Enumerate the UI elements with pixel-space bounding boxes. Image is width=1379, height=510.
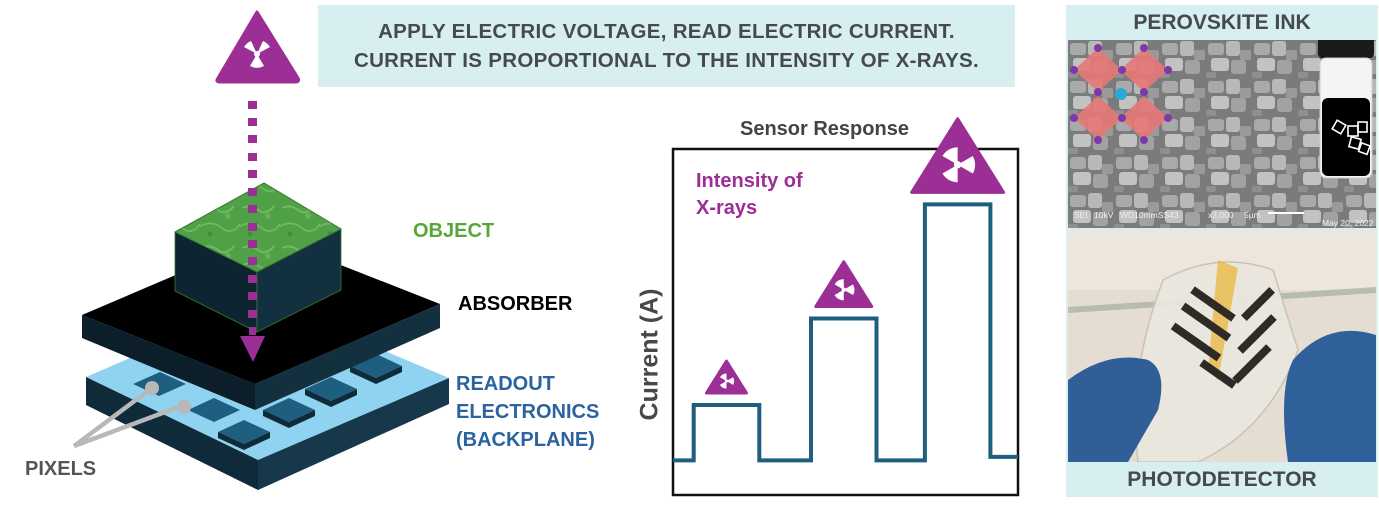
radiation-warning-icon [814,260,874,309]
glove-left [1068,357,1162,462]
banner-line-2: CURRENT IS PROPORTIONAL TO THE INTENSITY… [353,49,980,72]
radiation-warning-icon [910,117,1006,194]
label-readout-line1: READOUT [456,373,555,395]
electrode-pattern [1170,286,1277,389]
chart-title: Sensor Response [740,118,909,140]
object-cube [173,182,343,333]
detector-diagram [72,10,449,490]
sem-image: SEI 10kV WD10mmSS43 x3,000 5µm May 20, 2… [1068,40,1376,228]
perovskite-ink-title: PEROVSKITE INK [1133,11,1311,34]
glove-right [1284,330,1376,462]
sem-scale: 5µm [1244,210,1261,220]
chart-series-current [673,202,1018,463]
label-absorber: ABSORBER [458,293,573,315]
radiation-warning-icon [704,359,748,395]
radiation-warning-icon [215,10,301,84]
flexible-photodetector-image [1068,230,1376,462]
perovskite-crystal-icon [1070,44,1172,144]
label-object: OBJECT [413,220,495,242]
label-pixels: PIXELS [25,458,97,480]
sem-magnification: x3,000 [1208,210,1234,220]
banner-line-1: APPLY ELECTRIC VOLTAGE, READ ELECTRIC CU… [378,20,955,43]
label-readout-line3: (BACKPLANE) [456,429,595,451]
chart-annotation-intensity: Intensity of X-rays [696,170,803,219]
xray-arrow [240,101,265,362]
ink-vial-icon [1318,40,1374,179]
label-readout-electronics: READOUT ELECTRONICS (BACKPLANE) [456,370,599,454]
chart-frame [671,147,1020,497]
photodetector-title: PHOTODETECTOR [1127,467,1317,491]
sem-mode: SEI [1074,210,1088,220]
label-readout-line2: ELECTRONICS [456,401,600,423]
sem-micrograph [1068,40,1376,228]
pixels-pointer [72,381,191,449]
sem-wd: WD10mmSS43 [1120,210,1179,220]
sem-date: May 20, 2022 [1322,218,1374,228]
sensor-response-chart [671,117,1020,497]
description-banner: APPLY ELECTRIC VOLTAGE, READ ELECTRIC CU… [318,5,1015,87]
sem-voltage: 10kV [1094,210,1114,220]
photodetector-photo [1068,230,1376,462]
